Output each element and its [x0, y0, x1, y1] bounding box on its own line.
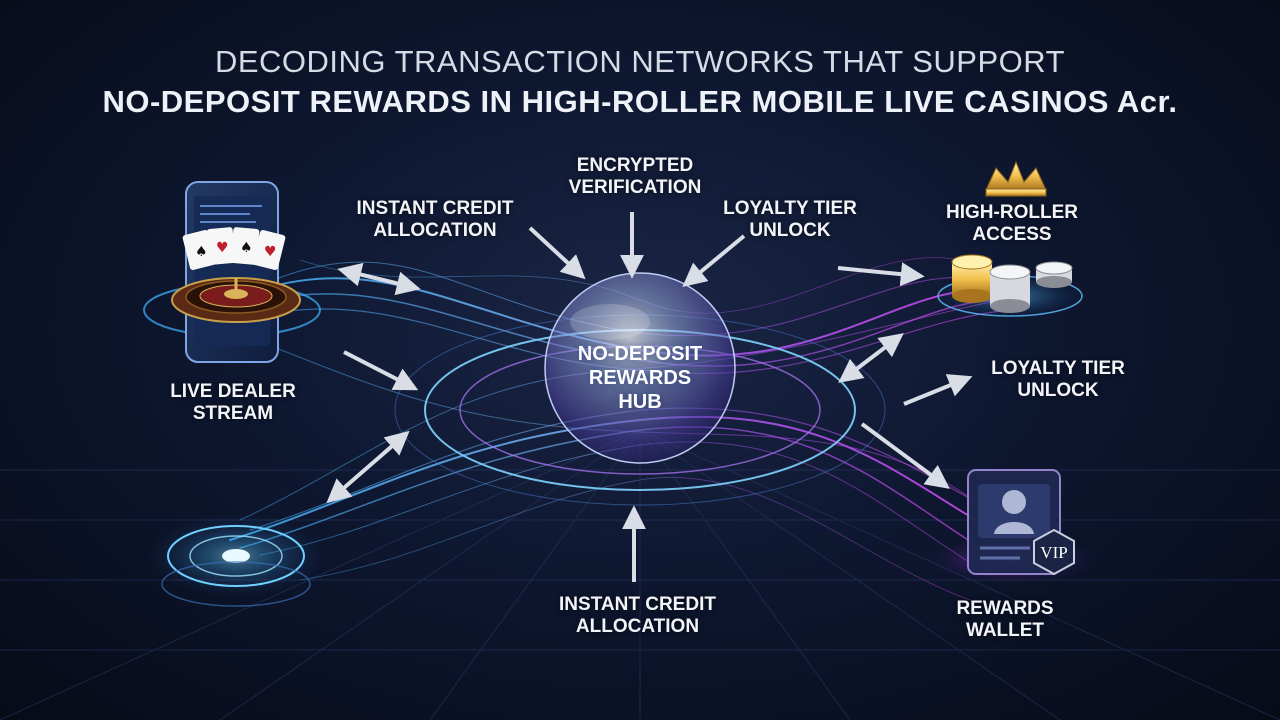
- glowing-platform-icon: [146, 514, 326, 607]
- crown-icon: [985, 160, 1047, 197]
- node-instant-credit-bottom: INSTANT CREDIT ALLOCATION: [559, 594, 716, 637]
- node-loyalty-tier-right: LOYALTY TIER UNLOCK: [991, 358, 1125, 401]
- hub-label-line-2: REWARDS: [588, 367, 692, 389]
- node-live-dealer-stream: LIVE DEALER STREAM: [170, 381, 296, 424]
- svg-text:♥: ♥: [216, 240, 229, 256]
- svg-text:♠: ♠: [240, 240, 253, 256]
- vip-badge: VIP: [1033, 528, 1075, 576]
- roulette-wheel-icon: [171, 277, 301, 323]
- svg-text:♥: ♥: [264, 244, 277, 260]
- node-rewards-wallet: REWARDS WALLET: [956, 598, 1054, 641]
- vip-badge-label: VIP: [1040, 543, 1067, 562]
- node-loyalty-tier-top: LOYALTY TIER UNLOCK: [723, 198, 857, 241]
- connection-arrows: [326, 212, 973, 582]
- user-avatar-icon: [926, 469, 1098, 584]
- svg-text:♠: ♠: [195, 244, 208, 260]
- title-line-1: DECODING TRANSACTION NETWORKS THAT SUPPO…: [214, 44, 1066, 79]
- smartphone-icon: [143, 181, 321, 363]
- playing-cards-icon: ♠ ♥ ♠ ♥: [182, 227, 286, 270]
- title-line-2: NO-DEPOSIT REWARDS IN HIGH-ROLLER MOBILE…: [102, 84, 1178, 119]
- hub-label: NO-DEPOSIT REWARDS HUB: [540, 342, 740, 414]
- node-encrypted-verification: ENCRYPTED VERIFICATION: [568, 155, 702, 198]
- node-high-roller-access: HIGH-ROLLER ACCESS: [946, 202, 1078, 245]
- hub-sphere: [544, 272, 736, 464]
- hub-label-line-3: HUB: [618, 391, 662, 413]
- casino-chips-icon: [936, 254, 1084, 318]
- node-instant-credit-top: INSTANT CREDIT ALLOCATION: [356, 198, 514, 241]
- hub-label-line-1: NO-DEPOSIT: [577, 343, 703, 365]
